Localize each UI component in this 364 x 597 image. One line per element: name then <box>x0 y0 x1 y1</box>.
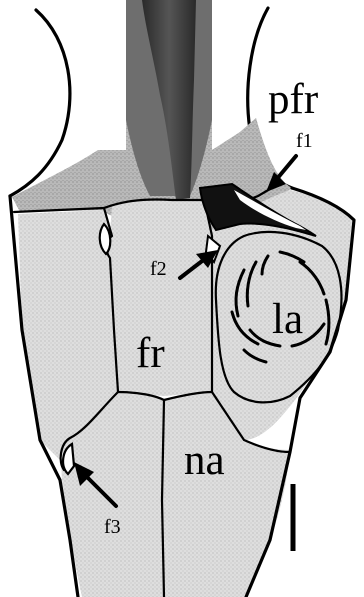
label-f1: f1 <box>296 130 313 152</box>
label-na: na <box>184 437 225 484</box>
label-f2: f2 <box>150 258 167 280</box>
label-pfr: pfr <box>268 76 318 123</box>
label-f3: f3 <box>104 516 121 538</box>
left-orbit-arc <box>10 10 70 196</box>
label-fr: fr <box>136 330 165 377</box>
label-la: la <box>272 296 303 343</box>
